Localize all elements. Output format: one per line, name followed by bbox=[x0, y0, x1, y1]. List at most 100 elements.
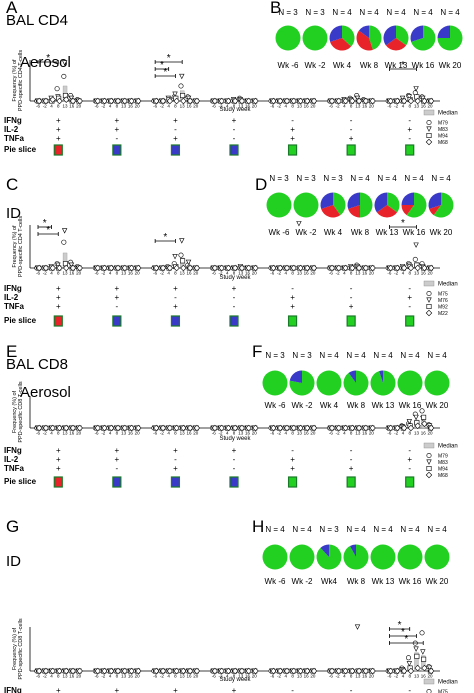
pie-n-label: N = 3 bbox=[269, 174, 289, 183]
x-tick-label: 16 bbox=[69, 271, 75, 276]
pie-chart bbox=[302, 25, 328, 51]
x-tick-label: 4 bbox=[343, 674, 346, 679]
pie-n-label: N = 4 bbox=[431, 174, 451, 183]
pie-slice-green bbox=[316, 370, 342, 396]
data-point-diamond bbox=[63, 667, 70, 675]
legend-label: Median bbox=[438, 111, 458, 117]
pie-chart bbox=[410, 25, 436, 51]
x-tick-label: 8 bbox=[291, 104, 294, 109]
x-tick-label: 4 bbox=[167, 674, 170, 679]
x-tick-label: -2 bbox=[101, 431, 105, 436]
data-point-diamond bbox=[414, 422, 421, 430]
pie-week-label: Wk 13 bbox=[372, 401, 395, 410]
pie-week-label: Wk 8 bbox=[347, 401, 366, 410]
x-tick-label: -6 bbox=[270, 674, 274, 679]
x-tick-label: 16 bbox=[245, 271, 251, 276]
x-axis-label: Study week bbox=[219, 436, 251, 442]
data-point-diamond bbox=[387, 97, 394, 105]
data-point-diamond bbox=[283, 424, 291, 432]
data-point-diamond bbox=[414, 97, 421, 105]
data-point-diamond bbox=[335, 264, 343, 272]
x-tick-label: 20 bbox=[310, 271, 316, 276]
data-point-tri bbox=[179, 73, 185, 80]
data-point-diamond bbox=[290, 97, 297, 105]
x-tick-label: -6 bbox=[329, 674, 333, 679]
x-tick-label: 13 bbox=[238, 431, 244, 436]
data-point-tri bbox=[413, 646, 419, 652]
pie-slice-green bbox=[262, 370, 288, 396]
pie-n-label: N = 4 bbox=[386, 8, 406, 17]
pie-slice-green bbox=[370, 544, 396, 570]
legend-label: M22 bbox=[438, 311, 448, 317]
x-tick-label: -6 bbox=[212, 271, 216, 276]
data-point-diamond bbox=[283, 97, 291, 105]
data-point-diamond bbox=[362, 97, 370, 105]
data-point-diamond bbox=[135, 424, 142, 432]
data-point-diamond bbox=[369, 264, 376, 272]
pie-slice-green bbox=[424, 370, 450, 396]
pie-slice-green bbox=[387, 192, 400, 213]
legend-median-swatch bbox=[423, 442, 435, 449]
data-point-tri bbox=[61, 228, 68, 234]
row-label-il-2: IL-2 bbox=[4, 125, 19, 134]
data-point-diamond bbox=[135, 97, 142, 105]
x-tick-label: 13 bbox=[297, 431, 303, 436]
pie-slice-red bbox=[429, 205, 441, 216]
cytokine-sign: + bbox=[232, 116, 237, 125]
data-point-diamond bbox=[427, 667, 435, 675]
x-axis-label: Study week bbox=[219, 677, 251, 683]
cytokine-sign: - bbox=[291, 116, 294, 125]
data-point-diamond bbox=[304, 667, 311, 675]
pie-week-label: Wk4 bbox=[321, 577, 338, 586]
data-point-diamond bbox=[387, 424, 394, 432]
x-tick-label: -6 bbox=[270, 431, 274, 436]
panel-a-title: BAL CD4 bbox=[6, 12, 68, 29]
data-point-diamond bbox=[335, 97, 343, 105]
data-point-diamond bbox=[362, 667, 370, 675]
significance-star: * bbox=[46, 53, 50, 64]
legend-marker bbox=[426, 133, 432, 139]
data-point-tri bbox=[354, 95, 361, 102]
pie-slice-swatch-blue bbox=[229, 144, 239, 156]
x-tick-label: -2 bbox=[218, 431, 222, 436]
x-tick-label: 20 bbox=[310, 674, 316, 679]
legend-label: M83 bbox=[438, 460, 448, 466]
data-point-diamond bbox=[225, 667, 232, 675]
cytokine-sign: + bbox=[290, 293, 295, 302]
data-point-diamond bbox=[304, 424, 311, 432]
panel-g-letter: G bbox=[6, 517, 20, 536]
x-tick-label: 4 bbox=[285, 104, 288, 109]
data-point-tri bbox=[413, 86, 419, 92]
x-tick-label: 20 bbox=[369, 104, 375, 109]
x-tick-label: 20 bbox=[427, 104, 433, 109]
row-label-il-2: IL-2 bbox=[4, 293, 19, 302]
pie-week-label: Wk 16 bbox=[399, 577, 422, 586]
data-point-diamond bbox=[369, 97, 376, 105]
cytokine-sign: - bbox=[350, 455, 353, 464]
data-point-diamond bbox=[328, 97, 336, 105]
pie-n-label: N = 3 bbox=[319, 525, 339, 534]
x-axis-label: Study week bbox=[219, 275, 251, 281]
pie-slice-label: Pie slice bbox=[4, 477, 37, 486]
legend-label: Median bbox=[438, 282, 458, 288]
data-point-diamond bbox=[238, 97, 246, 105]
x-tick-label: 16 bbox=[128, 104, 134, 109]
x-tick-label: 8 bbox=[408, 104, 411, 109]
data-point-diamond bbox=[94, 97, 101, 105]
data-point-diamond bbox=[394, 667, 401, 675]
cytokine-sign: + bbox=[173, 446, 178, 455]
x-tick-label: 8 bbox=[57, 271, 60, 276]
data-point-diamond bbox=[245, 667, 252, 675]
cytokine-sign: - bbox=[233, 134, 236, 143]
panel-h-letter: H bbox=[252, 517, 265, 536]
x-tick-label: 13 bbox=[180, 674, 186, 679]
data-point-diamond bbox=[186, 667, 194, 675]
x-tick-label: 16 bbox=[186, 104, 192, 109]
pie-week-label: Wk 20 bbox=[426, 577, 449, 586]
data-point-diamond bbox=[304, 97, 311, 105]
data-point-diamond bbox=[153, 264, 160, 272]
